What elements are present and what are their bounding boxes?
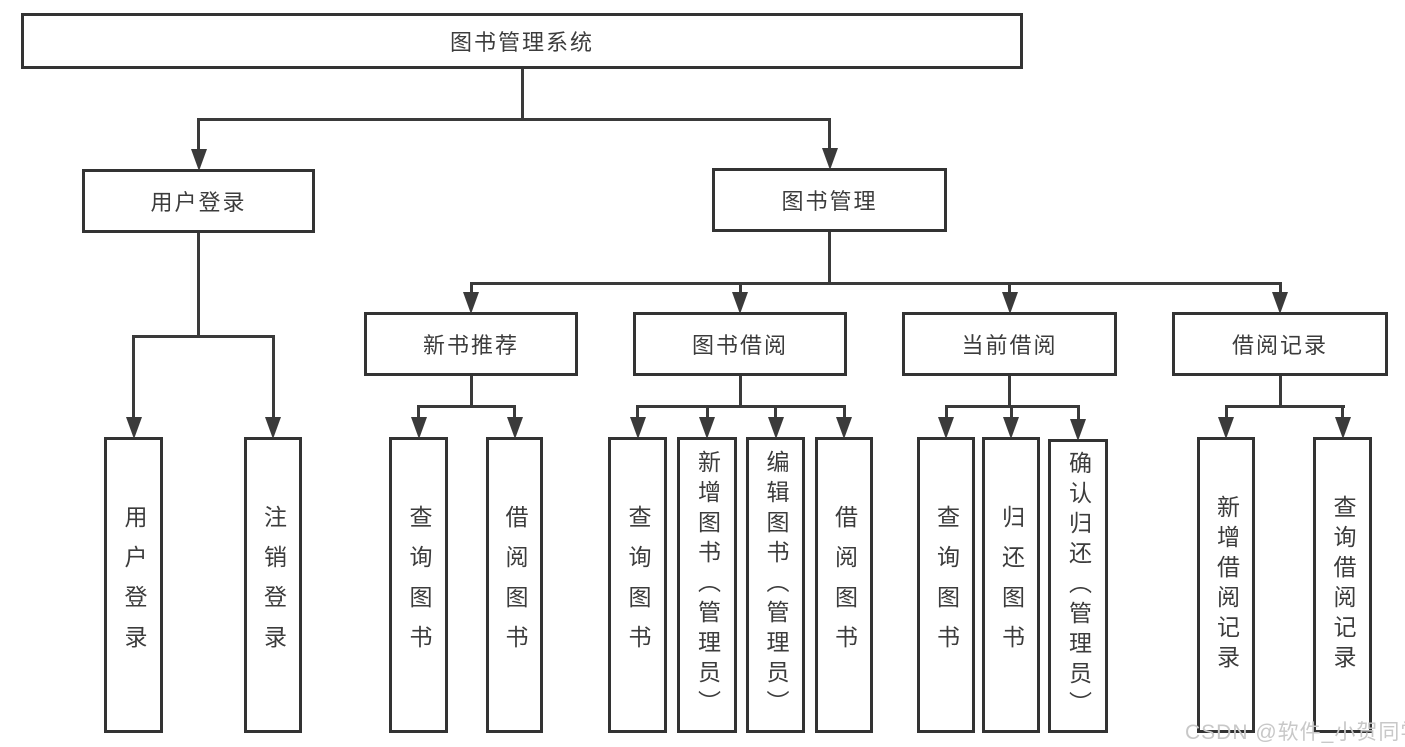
arrowhead-icon: [836, 417, 852, 439]
arrowhead-icon: [1335, 417, 1351, 439]
diagram-node-bor-edit-book: 编辑图书（管理员）: [746, 437, 805, 733]
node-label: 查询图书: [406, 505, 432, 665]
arrowhead-icon: [1070, 419, 1086, 441]
connector-stem: [1008, 376, 1011, 408]
arrowhead-icon: [1003, 417, 1019, 439]
connector-branch: [417, 405, 516, 408]
diagram-node-rec-query-book: 查询图书: [389, 437, 448, 733]
arrowhead-icon: [1272, 292, 1288, 314]
diagram-node-rcd-query-record: 查询借阅记录: [1313, 437, 1372, 733]
diagram-node-cur-confirm-return: 确认归还（管理员）: [1048, 439, 1108, 733]
connector-shaft: [272, 335, 275, 421]
connector-shaft: [513, 405, 516, 421]
connector-shaft: [1077, 405, 1080, 423]
connector-stem: [739, 376, 742, 408]
node-label: 新增图书（管理员）: [694, 450, 721, 720]
arrowhead-icon: [265, 417, 281, 439]
connector-shaft: [1010, 405, 1013, 421]
node-label: 用户登录: [121, 505, 147, 665]
diagram-node-book-mgmt: 图书管理: [712, 168, 947, 232]
diagram-node-login-user: 用户登录: [104, 437, 163, 733]
connector-branch: [470, 282, 1282, 285]
node-label: 借阅图书: [502, 505, 528, 665]
diagram-node-root: 图书管理系统: [21, 13, 1023, 69]
connector-shaft: [636, 405, 639, 421]
diagram-node-cur-query-book: 查询图书: [917, 437, 975, 733]
node-label: 查询借阅记录: [1330, 495, 1356, 675]
diagram-node-rec-borrow-book: 借阅图书: [486, 437, 543, 733]
node-label: 图书管理: [781, 189, 878, 214]
arrowhead-icon: [699, 417, 715, 439]
connector-shaft: [197, 118, 200, 153]
connector-shaft: [1225, 405, 1228, 421]
connector-stem: [470, 376, 473, 408]
connector-shaft: [132, 335, 135, 421]
arrowhead-icon: [768, 417, 784, 439]
connector-branch: [636, 405, 846, 408]
node-label: 编辑图书（管理员）: [763, 450, 789, 720]
connector-stem: [828, 232, 831, 285]
arrowhead-icon: [732, 292, 748, 314]
diagram-node-bor-borrow-book: 借阅图书: [815, 437, 873, 733]
arrowhead-icon: [507, 417, 523, 439]
diagram-node-logout-user: 注销登录: [244, 437, 302, 733]
arrowhead-icon: [126, 417, 142, 439]
node-label: 查询图书: [933, 505, 960, 665]
node-label: 查询图书: [625, 505, 651, 665]
connector-shaft: [828, 118, 831, 152]
diagram-node-new-book-rec: 新书推荐: [364, 312, 578, 376]
connector-shaft: [945, 405, 948, 421]
node-label: 图书管理系统: [449, 30, 594, 55]
node-label: 新增借阅记录: [1213, 495, 1240, 675]
arrowhead-icon: [191, 149, 207, 171]
arrowhead-icon: [411, 417, 427, 439]
node-label: 新书推荐: [422, 333, 519, 358]
node-label: 图书借阅: [691, 333, 788, 358]
connector-stem: [197, 233, 200, 338]
connector-shaft: [1008, 282, 1011, 296]
diagram-node-book-borrow: 图书借阅: [633, 312, 847, 376]
connector-shaft: [1341, 405, 1344, 421]
node-label: 确认归还（管理员）: [1065, 451, 1092, 721]
diagram-node-rcd-add-record: 新增借阅记录: [1197, 437, 1255, 733]
node-label: 归还图书: [998, 505, 1025, 665]
arrowhead-icon: [1218, 417, 1234, 439]
node-label: 用户登录: [150, 190, 247, 215]
node-label: 借阅图书: [831, 505, 858, 665]
connector-branch: [1225, 405, 1345, 408]
node-label: 借阅记录: [1231, 333, 1328, 358]
connector-branch: [132, 335, 275, 338]
diagram-node-bor-query-book: 查询图书: [608, 437, 667, 733]
connector-shaft: [706, 405, 709, 421]
arrowhead-icon: [463, 292, 479, 314]
connector-branch: [197, 118, 831, 121]
diagram-node-current-borrow: 当前借阅: [902, 312, 1117, 376]
node-label: 注销登录: [260, 505, 287, 665]
connector-stem: [1279, 376, 1282, 408]
arrowhead-icon: [938, 417, 954, 439]
arrowhead-icon: [1002, 292, 1018, 314]
diagram-node-cur-return-book: 归还图书: [982, 437, 1040, 733]
arrowhead-icon: [822, 148, 838, 170]
diagram-node-bor-add-book: 新增图书（管理员）: [677, 437, 737, 733]
diagram-node-borrow-records: 借阅记录: [1172, 312, 1388, 376]
connector-shaft: [774, 405, 777, 421]
connector-stem: [521, 69, 524, 121]
connector-shaft: [417, 405, 420, 421]
connector-shaft: [1279, 282, 1282, 296]
diagram-node-user-login: 用户登录: [82, 169, 315, 233]
connector-shaft: [739, 282, 742, 296]
connector-shaft: [470, 282, 473, 296]
connector-shaft: [843, 405, 846, 421]
watermark: CSDN @软件_小贺同学: [1185, 721, 1405, 744]
node-label: 当前借阅: [961, 333, 1058, 358]
arrowhead-icon: [630, 417, 646, 439]
